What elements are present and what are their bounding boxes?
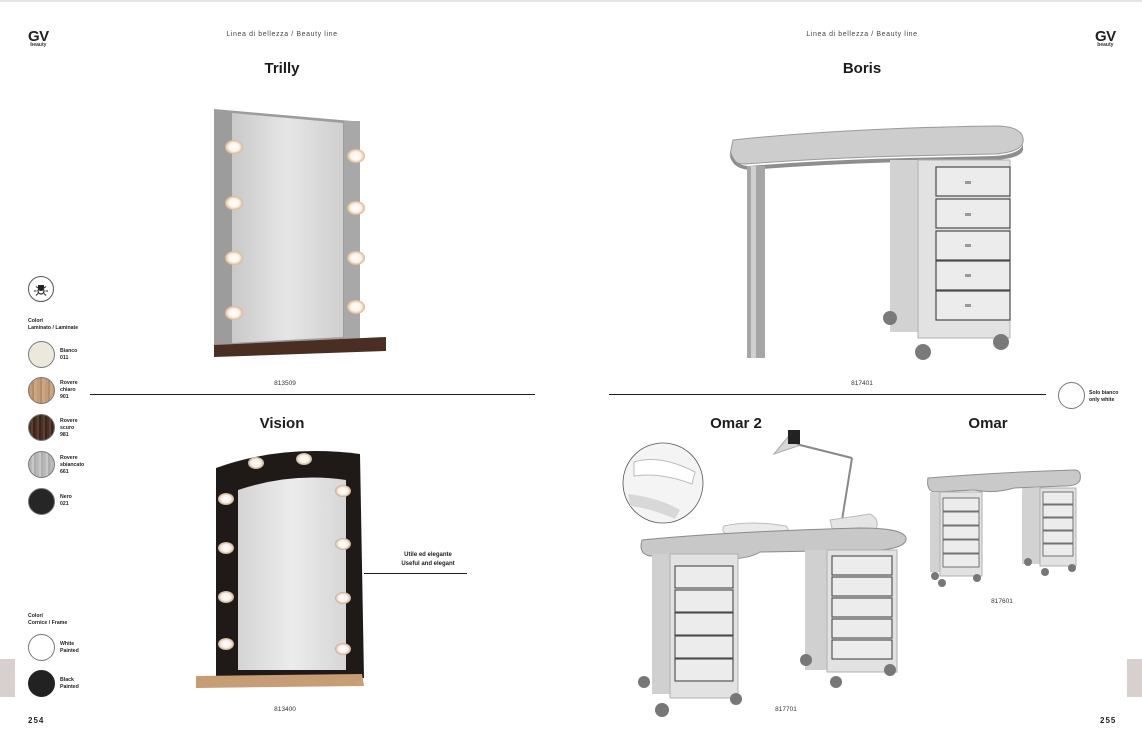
label-line: Solo bianco [1089,390,1119,396]
product-title-omar: Omar [968,415,1008,432]
page-tab-right [1127,659,1142,697]
light-bulb-icon [28,276,54,302]
logo-sub: beauty [1097,42,1114,48]
label-line: White [60,641,75,647]
running-head-left: Linea di bellezza / Beauty line [226,31,338,38]
label-line: Black [60,677,74,683]
vision-tagline: Utile ed elegante Useful and elegant [388,551,468,569]
product-image-omar [924,468,1084,588]
swatch-label-rovere-sbiancato: Rovere sbiancato 661 [60,455,84,476]
label-line: Rovere [60,455,78,461]
label-line: scuro [60,425,75,431]
heading-line-1: Colori [28,318,43,324]
swatch-label-black-painted: Black Painted [60,677,79,691]
heading-line-2: Cornice / Frame [28,620,68,626]
logo-main: GV [1095,28,1116,45]
label-line: 901 [60,394,69,400]
product-code-omar-2: 817701 [775,706,797,713]
product-image-omar-2 [620,424,915,722]
product-image-boris [725,122,1030,367]
label-line: 021 [60,501,69,507]
product-code-omar: 817601 [991,598,1013,605]
tagline-english: Useful and elegant [401,561,455,567]
label-line: Nero [60,494,72,500]
logo-main: GV [28,28,49,45]
logo-sub: beauty [30,42,47,48]
page-number-left: 254 [28,716,45,725]
swatch-label-nero: Nero 021 [60,494,72,508]
label-line: 981 [60,432,69,438]
label-line: Bianco [60,348,78,354]
product-title-omar-2: Omar 2 [710,415,762,432]
swatch-black-painted [28,670,55,697]
product-code-boris: 817401 [851,380,873,387]
swatch-rovere-chiaro [28,377,55,404]
label-line: sbiancato [60,462,85,468]
running-head-right: Linea di bellezza / Beauty line [806,31,918,38]
label-line: chiaro [60,387,76,393]
swatch-label-rovere-chiaro: Rovere chiaro 901 [60,380,78,401]
swatch-nero [28,488,55,515]
page-tab-left [0,659,15,697]
product-title-trilly: Trilly [264,60,300,77]
product-title-boris: Boris [842,60,882,77]
brand-logo-right: GV beauty [1095,29,1116,48]
label-line: Rovere [60,418,78,424]
top-border [0,0,1142,2]
divider-left [90,394,535,395]
label-line: 011 [60,355,69,361]
swatch-label-white-painted: White Painted [60,641,79,655]
swatch-only-white [1058,382,1085,409]
product-image-trilly [210,105,392,365]
product-code-vision: 813400 [274,706,296,713]
page-number-right: 255 [1100,716,1117,725]
label-line: Rovere [60,380,78,386]
label-line: only white [1089,397,1115,403]
product-code-trilly: 813509 [274,380,296,387]
swatch-rovere-scuro [28,414,55,441]
swatch-bianco [28,341,55,368]
swatch-label-rovere-scuro: Rovere scuro 981 [60,418,78,439]
swatch-label-bianco: Bianco 011 [60,348,77,362]
frame-heading: Colori Cornice / Frame [28,613,67,627]
divider-right [609,394,1046,395]
swatch-white-painted [28,634,55,661]
heading-line-2: Laminato / Laminate [28,325,79,331]
heading-line-1: Colori [28,613,43,619]
label-line: Painted [60,684,79,690]
tagline-italian: Utile ed elegante [404,552,452,558]
label-line: Painted [60,648,79,654]
product-title-vision: Vision [259,415,305,432]
tagline-pointer-line [364,573,467,574]
brand-logo-left: GV beauty [28,29,49,48]
label-line: 661 [60,469,69,475]
laminate-heading: Colori Laminato / Laminate [28,318,78,332]
color-note: Solo bianco only white [1089,390,1118,404]
swatch-rovere-sbiancato [28,451,55,478]
product-image-vision [192,448,368,693]
